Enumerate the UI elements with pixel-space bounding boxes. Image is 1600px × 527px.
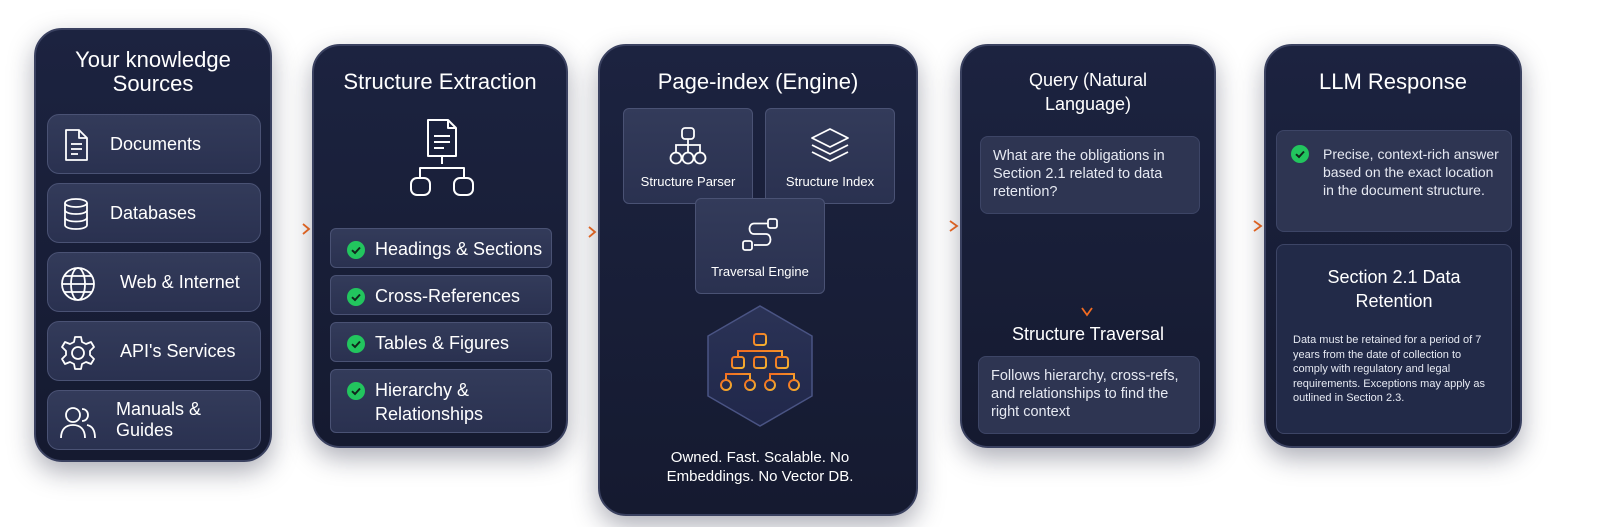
sources-panel: Your knowledge Sources Documents Databas… bbox=[34, 28, 272, 462]
response-title: LLM Response bbox=[1319, 69, 1467, 94]
extraction-panel: Structure Extraction Headings & Sections… bbox=[312, 44, 568, 448]
source-web[interactable]: Web & Internet bbox=[47, 252, 261, 312]
traversal-description: Follows hierarchy, cross-refs, and relat… bbox=[978, 356, 1200, 434]
section-title: Section 2.1 Data Retention bbox=[1327, 267, 1461, 311]
feature-label: Tables & Figures bbox=[375, 333, 510, 353]
structure-index-card: Structure Index bbox=[765, 108, 895, 204]
engine-card-label: Structure Parser bbox=[640, 174, 736, 189]
check-icon bbox=[347, 382, 365, 405]
check-icon bbox=[347, 288, 365, 311]
feature-label: Cross-References bbox=[375, 286, 521, 306]
feature-tables: Tables & Figures bbox=[330, 322, 552, 362]
feature-label: Headings & Sections bbox=[375, 239, 543, 259]
document-icon bbox=[60, 128, 92, 167]
globe-icon bbox=[60, 266, 96, 307]
tree-hexagon-icon bbox=[704, 304, 816, 433]
traversal-title: Structure Traversal bbox=[1011, 324, 1165, 344]
query-panel: Query (Natural Language) What are the ob… bbox=[960, 44, 1216, 448]
response-panel: LLM Response Precise, context-rich answe… bbox=[1264, 44, 1522, 448]
extraction-title: Structure Extraction bbox=[343, 69, 537, 94]
users-icon bbox=[60, 404, 96, 445]
source-label: Documents bbox=[110, 133, 202, 154]
source-databases[interactable]: Databases bbox=[47, 183, 261, 243]
flow-arrow bbox=[1218, 220, 1263, 232]
response-answer-box: Precise, context-rich answer based on th… bbox=[1276, 130, 1512, 232]
section-text: Data must be retained for a period of 7 … bbox=[1293, 334, 1485, 404]
sources-title: Your knowledge Sources bbox=[75, 47, 231, 96]
feature-label: Hierarchy & Relationships bbox=[375, 380, 484, 424]
feature-cross-references: Cross-References bbox=[330, 275, 552, 315]
query-title: Query (Natural Language) bbox=[1028, 70, 1148, 114]
flow-arrow bbox=[284, 223, 311, 235]
engine-panel: Page-index (Engine) Structure Parser Str… bbox=[598, 44, 918, 516]
response-answer: Precise, context-rich answer based on th… bbox=[1323, 146, 1499, 198]
check-icon bbox=[347, 335, 365, 358]
source-label: Manuals & Guides bbox=[116, 399, 202, 440]
source-label: Web & Internet bbox=[120, 271, 240, 292]
document-hierarchy-icon bbox=[410, 118, 474, 203]
source-manuals[interactable]: Manuals & Guides bbox=[47, 390, 261, 450]
layers-icon bbox=[810, 127, 850, 170]
section-card: Section 2.1 Data Retention Data must be … bbox=[1276, 244, 1512, 434]
hierarchy-icon bbox=[668, 127, 708, 170]
database-icon bbox=[60, 197, 92, 236]
engine-title: Page-index (Engine) bbox=[657, 69, 859, 94]
check-icon bbox=[1291, 145, 1309, 168]
check-icon bbox=[347, 241, 365, 264]
structure-parser-card: Structure Parser bbox=[623, 108, 753, 204]
engine-tagline: Owned. Fast. Scalable. No Embeddings. No… bbox=[666, 449, 854, 485]
engine-card-label: Structure Index bbox=[785, 174, 875, 189]
flow-arrow bbox=[920, 220, 959, 232]
engine-card-label: Traversal Engine bbox=[711, 264, 809, 279]
source-label: API's Services bbox=[120, 340, 236, 361]
query-question: What are the obligations in Section 2.1 … bbox=[980, 136, 1200, 214]
route-icon bbox=[740, 217, 780, 260]
feature-hierarchy: Hierarchy & Relationships bbox=[330, 369, 552, 433]
flow-arrow bbox=[570, 226, 597, 238]
source-documents[interactable]: Documents bbox=[47, 114, 261, 174]
gear-icon bbox=[60, 335, 96, 376]
source-label: Databases bbox=[110, 202, 197, 223]
traversal-engine-card: Traversal Engine bbox=[695, 198, 825, 294]
source-apis[interactable]: API's Services bbox=[47, 321, 261, 381]
feature-headings: Headings & Sections bbox=[330, 228, 552, 268]
flow-arrow-down bbox=[1081, 218, 1093, 317]
